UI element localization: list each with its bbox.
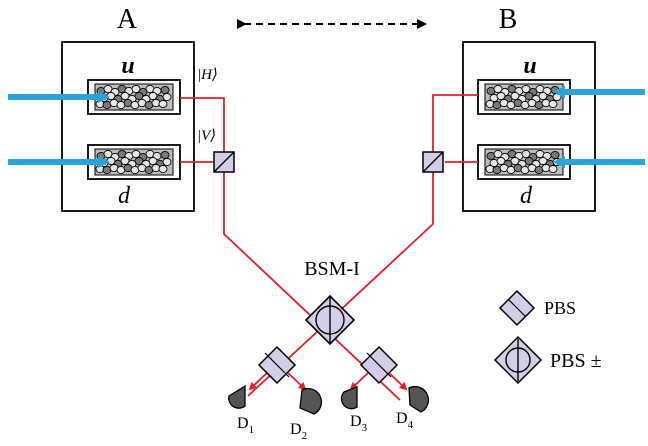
atom-particle [160, 85, 170, 95]
detector-d2-icon [299, 387, 323, 415]
detector-d4-label: D4 [396, 410, 414, 431]
detector-d1-icon [228, 384, 246, 409]
bsm-label: BSM-I [304, 258, 360, 280]
input-beams [8, 86, 645, 168]
atom-particle [548, 99, 558, 109]
diamond-circle-splitter-icon [493, 335, 543, 385]
detector-d2-label: D2 [290, 421, 307, 441]
atom-particle [148, 91, 158, 101]
atom-particle [162, 92, 172, 102]
atom-particle [162, 157, 172, 167]
atom-particle [148, 156, 158, 166]
atom-particle [524, 156, 534, 166]
atom-particles [95, 84, 562, 175]
pbs-lower-right [359, 345, 399, 385]
atom-particle [496, 91, 506, 101]
atom-particle [538, 91, 548, 101]
atom-particle [160, 150, 170, 160]
atom-particle [134, 91, 144, 101]
ket-v-label: |V⟩ [197, 128, 216, 144]
mode-d-label-a: d [118, 183, 131, 209]
atom-particle [158, 99, 168, 109]
atom-particle [550, 150, 560, 160]
atom-particle [120, 156, 130, 166]
pbs-lower-left [257, 345, 297, 385]
optical-paths [180, 94, 478, 401]
path-b-to-bsm [247, 172, 434, 397]
atom-particle [521, 84, 531, 94]
path-a-h [180, 97, 225, 152]
node-a-box [61, 41, 195, 212]
node-a-label: A [117, 4, 138, 35]
detector-d4-icon [408, 385, 430, 413]
detectors [228, 384, 430, 415]
detector-d1-label: D1 [237, 415, 254, 436]
atom-particle [120, 91, 130, 101]
node-b-label: B [499, 4, 518, 35]
atom-particle [493, 84, 503, 94]
legend-pbs-pm-label: PBS ± [550, 350, 602, 372]
pbs-square-a [213, 151, 235, 173]
atom-particle [496, 156, 506, 166]
atom-particle [548, 164, 558, 174]
atom-particle [131, 149, 141, 159]
atom-particle [521, 149, 531, 159]
path-a-to-bsm [223, 172, 401, 401]
legend-pbs-label: PBS [544, 298, 576, 318]
ket-h-label: |H⟩ [197, 67, 218, 83]
mode-u-label-b: u [523, 53, 536, 79]
pbs-square-b [422, 151, 444, 173]
atom-particle [131, 84, 141, 94]
path-b-u [432, 94, 478, 152]
diamond-splitter-icon [498, 289, 536, 327]
legend: PBS PBS ± [493, 289, 602, 385]
atom-particle [510, 156, 520, 166]
atom-particle [510, 91, 520, 101]
atom-particle [524, 91, 534, 101]
detector-d3-label: D3 [350, 413, 368, 434]
atom-particle [158, 164, 168, 174]
pbs-pm-central [304, 294, 356, 346]
detector-paths [248, 371, 408, 391]
mode-d-label-b: d [520, 183, 533, 209]
atom-particle [538, 156, 548, 166]
atom-particle [134, 156, 144, 166]
detector-labels: D1 D2 D3 D4 [237, 410, 414, 442]
mode-u-label-a: u [121, 53, 134, 79]
detector-d3-icon [340, 386, 358, 410]
node-b-box [462, 41, 596, 212]
atom-particle [493, 149, 503, 159]
